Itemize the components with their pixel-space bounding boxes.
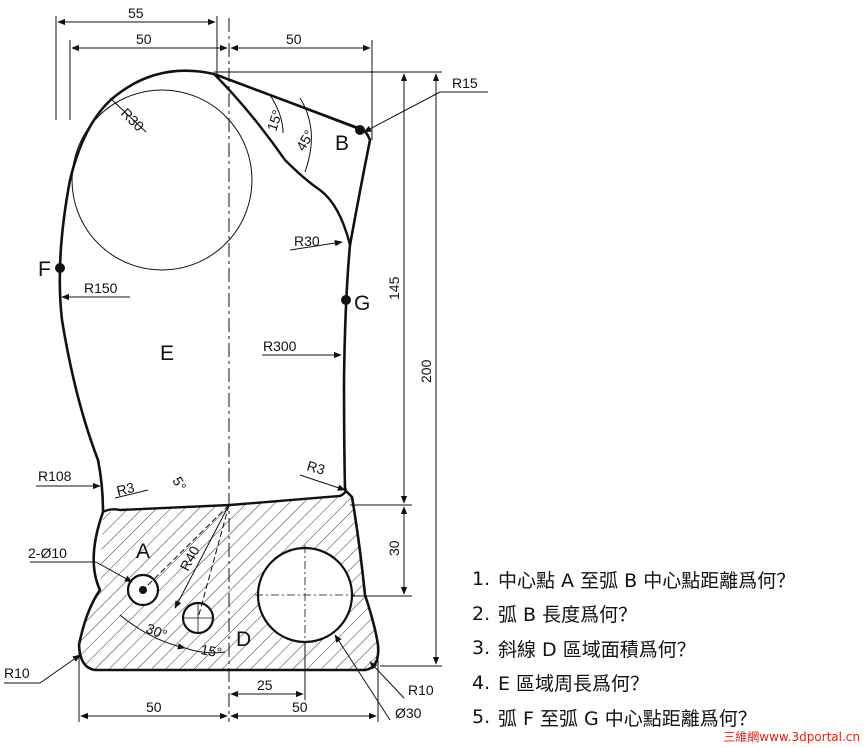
angle-arc-15 (269, 94, 284, 134)
question-text: 弧 F 至弧 G 中心點距離爲何？ (498, 707, 757, 730)
construction-circle (71, 89, 253, 271)
angle-arc-30 (119, 614, 186, 650)
leader-r3-left (114, 489, 149, 499)
label-f: F (38, 258, 51, 281)
leader-r3-right (299, 474, 346, 491)
question-number: 1. (472, 568, 491, 591)
question-item: 5. 弧 F 至弧 G 中心點距離爲何？ (472, 700, 868, 735)
r40-line (197, 504, 230, 619)
dim-200: 200 (418, 359, 434, 383)
point-b-dot (355, 125, 365, 135)
dim-dia30: Ø30 (395, 705, 422, 721)
dim-angle15-top: 15° (264, 108, 286, 133)
inner-curve (213, 73, 352, 246)
question-item: 4. E 區域周長爲何？ (472, 666, 868, 701)
question-list: 1. 中心點 A 至弧 B 中心點距離爲何？ 2. 弧 B 長度爲何？ 3. 斜… (472, 562, 868, 735)
dim-r3-right: R3 (305, 458, 327, 478)
leader-r30-side (289, 239, 343, 251)
dim-50-bottom-left: 50 (146, 699, 162, 715)
dim-angle5: 5° (169, 474, 189, 493)
question-item: 1. 中心點 A 至弧 B 中心點距離爲何？ (472, 562, 868, 597)
dim-angle15-bottom: 15° (199, 641, 223, 660)
leader-r10-left-arrow (39, 654, 81, 684)
dim-r3-left: R3 (115, 479, 136, 499)
dim-r10-left: R10 (4, 665, 30, 681)
label-a: A (136, 540, 150, 563)
dim-angle30: 30° (144, 620, 170, 643)
watermark: 三維網www.3dportal.cn (723, 730, 860, 744)
dim-50-top-right: 50 (286, 31, 302, 47)
dim-r108: R108 (38, 468, 72, 484)
dim-50-bottom-right: 50 (292, 699, 308, 715)
label-e: E (160, 342, 174, 365)
angle-arc-45 (299, 97, 312, 173)
dim-dia10: 2-Ø10 (28, 545, 67, 561)
question-number: 4. (472, 671, 491, 694)
point-f-dot (55, 263, 65, 273)
dim-30: 30 (386, 540, 402, 556)
dim-55: 55 (128, 5, 144, 21)
r40-line (174, 504, 230, 609)
dim-145: 145 (386, 276, 402, 300)
question-text: 中心點 A 至弧 B 中心點距離爲何？ (498, 569, 796, 592)
leader-r10-right (369, 661, 405, 699)
dim-r10-right: R10 (408, 682, 434, 698)
angle-arc-15-bottom (184, 647, 226, 654)
leader-dia10-arrow (95, 561, 133, 583)
question-number: 5. (472, 706, 491, 729)
dim-angle45: 45° (293, 127, 317, 153)
dim-25: 25 (257, 677, 273, 693)
label-g: G (354, 292, 370, 315)
question-item: 2. 弧 B 長度爲何？ (472, 597, 868, 632)
angle-line-15 (213, 73, 361, 131)
dim-r15: R15 (452, 75, 478, 91)
dim-50-top-left: 50 (136, 31, 152, 47)
dim-r150: R150 (84, 280, 118, 296)
leader-r30-circle (109, 97, 147, 133)
question-text: 斜線 D 區域面積爲何？ (498, 638, 696, 661)
point-g-dot (341, 295, 351, 305)
leader-r15 (363, 91, 441, 133)
label-b: B (335, 132, 349, 155)
r40-line (142, 504, 230, 591)
question-text: 弧 B 長度爲何？ (498, 604, 638, 627)
dim-r30-side: R30 (294, 233, 320, 249)
question-item: 3. 斜線 D 區域面積爲何？ (472, 631, 868, 666)
dim-r300: R300 (263, 338, 297, 354)
leader-d30 (334, 634, 391, 721)
label-d: D (236, 628, 251, 651)
question-text: E 區域周長爲何？ (498, 673, 650, 696)
question-number: 2. (472, 602, 491, 625)
question-number: 3. (472, 637, 491, 660)
